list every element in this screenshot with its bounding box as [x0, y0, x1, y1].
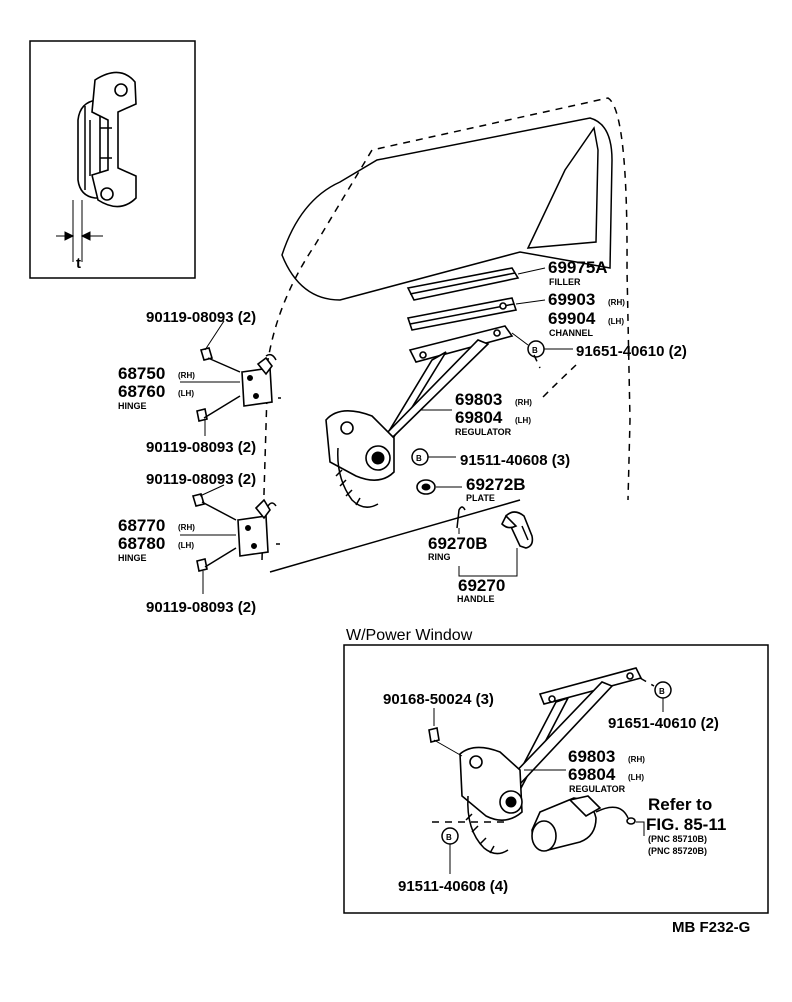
- pnc-85720b: (PNC 85720B): [648, 846, 707, 856]
- part-69903: 69903: [548, 290, 595, 309]
- handle-part: [501, 511, 534, 549]
- part-69803: 69803: [455, 390, 502, 409]
- bolt-91511-pw: 91511-40608 (4): [398, 878, 508, 895]
- filler-name: FILLER: [549, 277, 581, 287]
- svg-text:(LH): (LH): [178, 389, 194, 398]
- lower-hinge: [237, 498, 280, 557]
- svg-text:B: B: [659, 687, 665, 696]
- thickness-label: t: [76, 255, 81, 272]
- main-labels: 69975A FILLER 69903 (RH) 69904 (LH) CHAN…: [118, 258, 687, 616]
- part-68760: 68760: [118, 382, 165, 401]
- bolt-91651-pw: 91651-40610 (2): [608, 715, 719, 732]
- part-69270: 69270: [458, 576, 505, 595]
- svg-text:(RH): (RH): [608, 298, 625, 307]
- hinge-thickness-inset: t: [29, 40, 196, 279]
- b-marker-top: B: [527, 340, 545, 358]
- handle-name: HANDLE: [457, 594, 495, 604]
- ring-name: RING: [428, 552, 451, 562]
- bolt-90119-2: 90119-08093 (2): [146, 439, 256, 456]
- pw-regulator-name: REGULATOR: [569, 784, 626, 794]
- power-window-title: W/Power Window: [346, 627, 473, 644]
- refer-fig-label: FIG. 85-11: [646, 815, 726, 834]
- svg-text:(LH): (LH): [628, 773, 644, 782]
- svg-text:(LH): (LH): [515, 416, 531, 425]
- svg-text:(LH): (LH): [178, 541, 194, 550]
- svg-text:B: B: [446, 833, 452, 842]
- power-window-section: W/Power Window B B: [343, 627, 769, 914]
- pnc-85710b: (PNC 85710B): [648, 834, 707, 844]
- part-69272b: 69272B: [466, 475, 526, 494]
- part-68750: 68750: [118, 364, 165, 383]
- regulator-name: REGULATOR: [455, 427, 512, 437]
- part-69270b: 69270B: [428, 534, 488, 553]
- lower-hinge-name: HINGE: [118, 553, 147, 563]
- channel-name: CHANNEL: [549, 328, 594, 338]
- svg-text:(RH): (RH): [515, 398, 532, 407]
- figure-code: MB F232-G: [672, 919, 750, 936]
- svg-text:(RH): (RH): [178, 371, 195, 380]
- svg-text:B: B: [532, 346, 538, 355]
- part-68770: 68770: [118, 516, 165, 535]
- part-69975a: 69975A: [548, 258, 608, 277]
- b-marker-mid: B: [411, 448, 429, 466]
- plate-part: [416, 479, 436, 495]
- part-69804: 69804: [455, 408, 503, 427]
- window-regulator: [325, 325, 514, 508]
- svg-text:(LH): (LH): [608, 317, 624, 326]
- rear-door-outline: [261, 97, 631, 573]
- part-69904: 69904: [548, 309, 596, 328]
- bolt-90119-4: 90119-08093 (2): [146, 599, 256, 616]
- bolt-91651-top: 91651-40610 (2): [576, 343, 687, 360]
- bolt-91511-main: 91511-40608 (3): [460, 452, 570, 469]
- bolt-90119-3: 90119-08093 (2): [146, 471, 256, 488]
- part-68780: 68780: [118, 534, 165, 553]
- svg-text:(RH): (RH): [178, 523, 195, 532]
- ring-part: [456, 506, 466, 529]
- hinge-bolts: [191, 347, 241, 572]
- svg-text:(RH): (RH): [628, 755, 645, 764]
- upper-hinge: [241, 353, 281, 407]
- bolt-90119-1: 90119-08093 (2): [146, 309, 256, 326]
- channel-strip: [406, 297, 518, 331]
- leader-lines: [180, 267, 577, 594]
- pw-part-69803: 69803: [568, 747, 615, 766]
- screw-90168: 90168-50024 (3): [383, 691, 494, 708]
- pw-part-69804: 69804: [568, 765, 616, 784]
- upper-hinge-name: HINGE: [118, 401, 147, 411]
- svg-text:B: B: [416, 454, 422, 463]
- filler-strip: [406, 267, 520, 301]
- plate-name: PLATE: [466, 493, 495, 503]
- refer-to-label: Refer to: [648, 795, 712, 814]
